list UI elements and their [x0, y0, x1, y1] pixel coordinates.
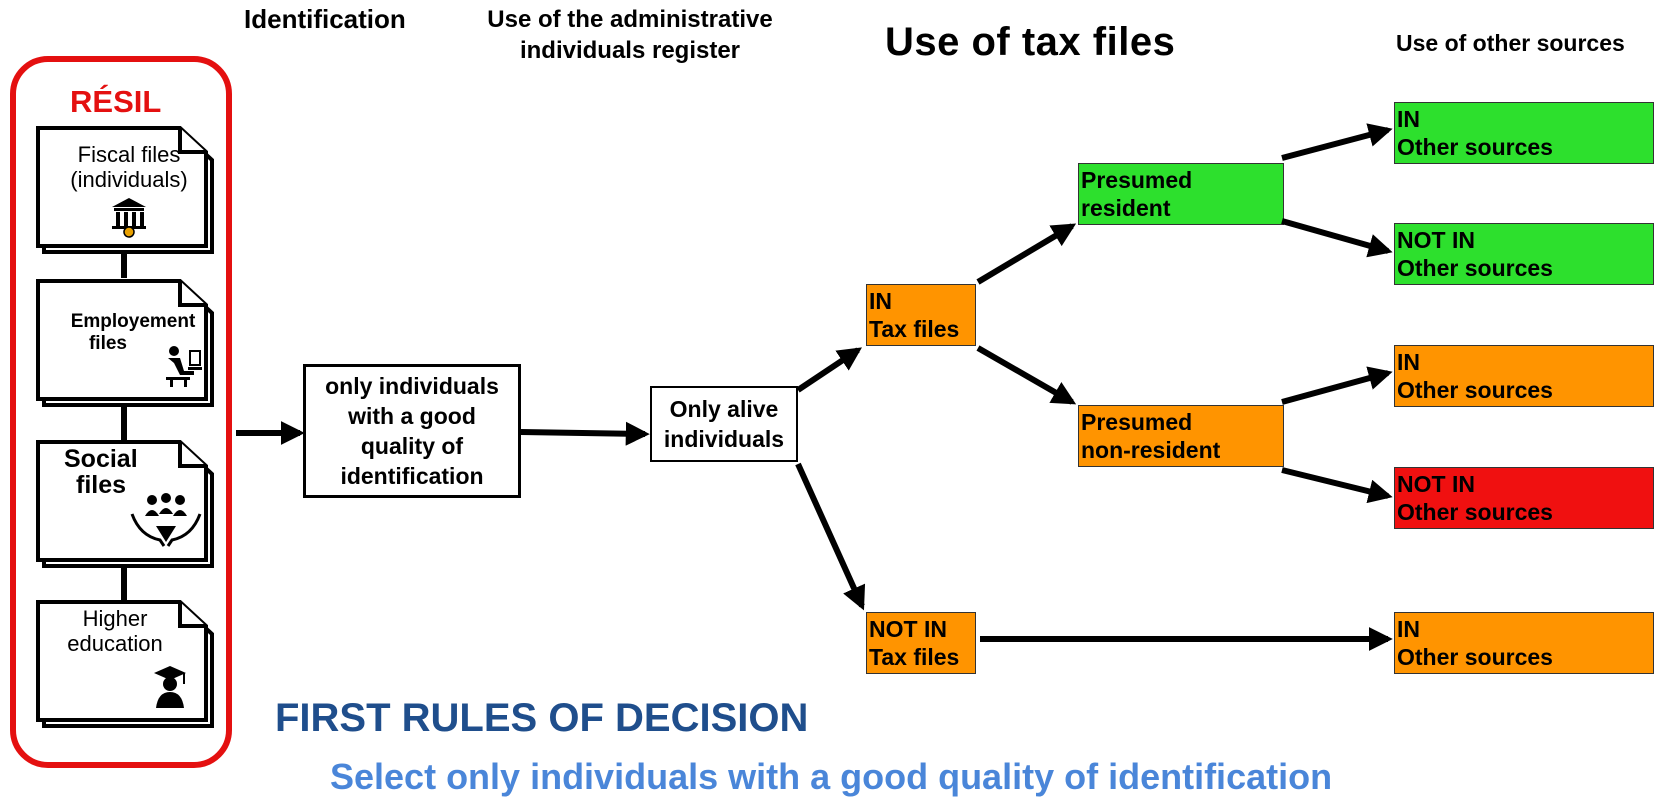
header-identification: Identification: [244, 4, 406, 34]
outcome-3-line2: Other sources: [1397, 377, 1553, 403]
file-fiscal-line1: Fiscal files: [77, 142, 181, 167]
file-employment-line2: files: [88, 332, 128, 354]
outcome-box-2: NOT IN Other sources: [1394, 223, 1654, 285]
step-good-quality-line2: with a good: [348, 403, 476, 429]
tax-in-line2: Tax files: [869, 316, 960, 342]
presumed-non-resident-line1: Presumed: [1081, 409, 1193, 435]
step-alive-line2: individuals: [663, 426, 785, 452]
tax-in-box: IN Tax files: [866, 284, 976, 346]
outcome-5-line1: IN: [1397, 616, 1420, 642]
file-social: Social files: [36, 436, 216, 570]
footer-title: FIRST RULES OF DECISION: [275, 696, 809, 740]
presumed-resident-line1: Presumed: [1081, 167, 1193, 193]
outcome-3-line1: IN: [1397, 349, 1420, 375]
step-alive-line1: Only alive: [669, 396, 779, 422]
footer-subtitle: Select only individuals with a good qual…: [330, 756, 1333, 797]
arrow-tax-in-to-resident: [976, 223, 1077, 285]
file-fiscal-line2: (individuals): [70, 167, 188, 193]
presumed-resident-line2: resident: [1081, 195, 1171, 221]
outcome-1-line2: Other sources: [1397, 134, 1553, 160]
step-good-quality-line3: quality of: [360, 433, 464, 459]
bank-icon: [112, 198, 146, 238]
connectors-layer: [121, 250, 127, 600]
outcome-5-line2: Other sources: [1397, 644, 1553, 670]
file-employment-line1: Employement: [70, 311, 196, 332]
header-other-sources: Use of other sources: [1396, 30, 1625, 56]
graduate-icon: [154, 666, 186, 708]
arrow-tax-in-to-non-resident: [976, 345, 1077, 405]
file-social-line1: Social: [64, 445, 138, 473]
arrow-non-resident-to-outcome-4: [1281, 467, 1393, 504]
arrow-alive-to-tax-in: [796, 347, 862, 393]
arrow-alive-to-tax-not-in: [795, 462, 866, 611]
resil-title: RÉSIL: [70, 84, 162, 119]
outcome-box-5: IN Other sources: [1394, 612, 1654, 674]
step-good-quality-line4: identification: [340, 463, 484, 489]
tax-not-in-box: NOT IN Tax files: [866, 612, 976, 674]
arrow-non-resident-to-outcome-3: [1281, 366, 1393, 405]
file-employment: Employement files: [36, 275, 216, 409]
resil-frame: [10, 56, 232, 768]
file-higher-education-line1: Higher: [82, 606, 148, 631]
file-higher-education: Higher education: [36, 596, 216, 730]
tax-in-line1: IN: [869, 288, 892, 314]
outcome-box-3: IN Other sources: [1394, 345, 1654, 407]
header-tax-files: Use of tax files: [885, 20, 1176, 64]
step-good-quality-line1: only individuals: [325, 373, 499, 399]
file-fiscal: Fiscal files (individuals): [36, 122, 216, 256]
tax-not-in-line1: NOT IN: [869, 616, 947, 642]
header-admin-register-line2: individuals register: [519, 37, 741, 64]
header-admin-register: Use of the administrative individuals re…: [460, 4, 800, 66]
tax-not-in-line2: Tax files: [869, 644, 960, 670]
presumed-non-resident-line2: non-resident: [1081, 437, 1221, 463]
file-higher-education-line2: education: [67, 631, 163, 657]
arrow-resident-to-outcome-2: [1281, 218, 1393, 258]
worker-at-computer-icon: [166, 346, 202, 387]
outcome-4-line1: NOT IN: [1397, 471, 1475, 497]
presumed-non-resident-box: Presumed non-resident: [1078, 405, 1284, 467]
outcome-2-line2: Other sources: [1397, 255, 1553, 281]
presumed-resident-box: Presumed resident: [1078, 163, 1284, 225]
arrow-quality-to-alive: [520, 421, 650, 446]
step-alive-box: Only alive individuals: [650, 386, 798, 462]
file-social-line2: files: [76, 471, 127, 500]
arrow-resident-to-outcome-1: [1281, 123, 1393, 161]
step-good-quality-box: only individuals with a good quality of …: [303, 364, 521, 498]
outcome-1-line1: IN: [1397, 106, 1420, 132]
outcome-2-line1: NOT IN: [1397, 227, 1475, 253]
people-in-hands-icon: [130, 493, 202, 547]
outcome-box-1: IN Other sources: [1394, 102, 1654, 164]
outcome-box-4: NOT IN Other sources: [1394, 467, 1654, 529]
header-admin-register-line1: Use of the administrative: [487, 6, 773, 33]
outcome-4-line2: Other sources: [1397, 499, 1553, 525]
arrows-layer: [236, 123, 1393, 651]
